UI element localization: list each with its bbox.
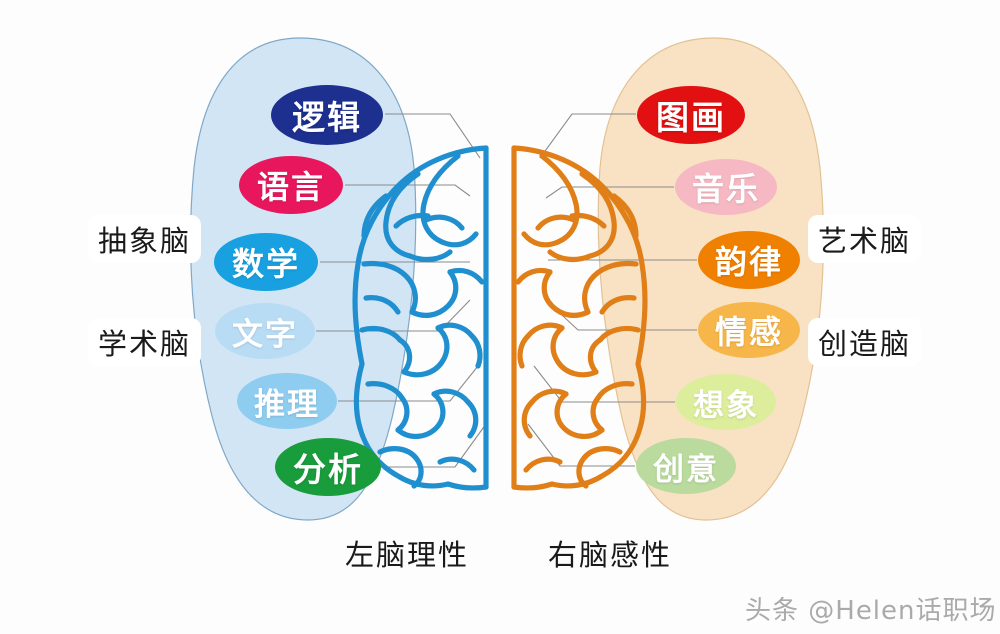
trait-label: 情感 (714, 313, 783, 351)
left-brain-lineart (352, 145, 489, 491)
trait-label: 逻辑 (292, 98, 362, 137)
trait-pill-math[interactable]: 数学 (214, 233, 318, 291)
left-connectors (316, 113, 487, 468)
trait-label: 韵律 (714, 243, 783, 281)
trait-label: 创意 (653, 451, 719, 488)
trait-pill-creativity[interactable]: 创意 (636, 438, 736, 494)
trait-pill-emotion[interactable]: 情感 (698, 302, 800, 358)
side-badge-abstract-brain: 抽象脑 (88, 215, 202, 263)
side-badge-artistic-brain: 艺术脑 (808, 215, 922, 263)
side-badge-label: 创造脑 (818, 327, 912, 361)
side-badge-creative-brain: 创造脑 (808, 318, 922, 366)
bottom-label-text: 左脑理性 (345, 538, 470, 572)
right-connectors (527, 113, 697, 467)
trait-pill-analysis[interactable]: 分析 (275, 438, 381, 496)
trait-label: 图画 (656, 98, 726, 137)
watermark: 头条 @Helen话职场 (745, 590, 997, 627)
right-brain-lineart (511, 145, 648, 491)
trait-label: 推理 (254, 386, 320, 423)
trait-label: 分析 (293, 450, 363, 489)
trait-label: 音乐 (691, 170, 760, 208)
side-badge-label: 抽象脑 (98, 224, 192, 258)
side-badge-label: 学术脑 (98, 327, 192, 361)
trait-pill-language[interactable]: 语言 (239, 156, 343, 214)
side-badge-academic-brain: 学术脑 (88, 318, 202, 366)
side-badge-label: 艺术脑 (818, 224, 912, 258)
trait-label: 文字 (232, 316, 298, 353)
trait-pill-picture[interactable]: 图画 (637, 86, 745, 144)
trait-pill-music[interactable]: 音乐 (675, 159, 777, 215)
trait-pill-reasoning[interactable]: 推理 (237, 373, 337, 429)
trait-pill-imagination[interactable]: 想象 (676, 374, 776, 430)
trait-pill-rhythm[interactable]: 韵律 (698, 231, 800, 289)
trait-label: 语言 (256, 168, 325, 206)
trait-pill-writing[interactable]: 文字 (215, 303, 315, 359)
trait-pill-logic[interactable]: 逻辑 (271, 85, 383, 145)
trait-label: 数学 (231, 245, 300, 283)
bottom-label-text: 右脑感性 (548, 538, 673, 572)
bottom-label-left-brain: 左脑理性 (345, 532, 469, 574)
watermark-text: 头条 @Helen话职场 (745, 596, 997, 626)
bottom-label-right-brain: 右脑感性 (548, 532, 672, 574)
trait-label: 想象 (693, 387, 759, 424)
